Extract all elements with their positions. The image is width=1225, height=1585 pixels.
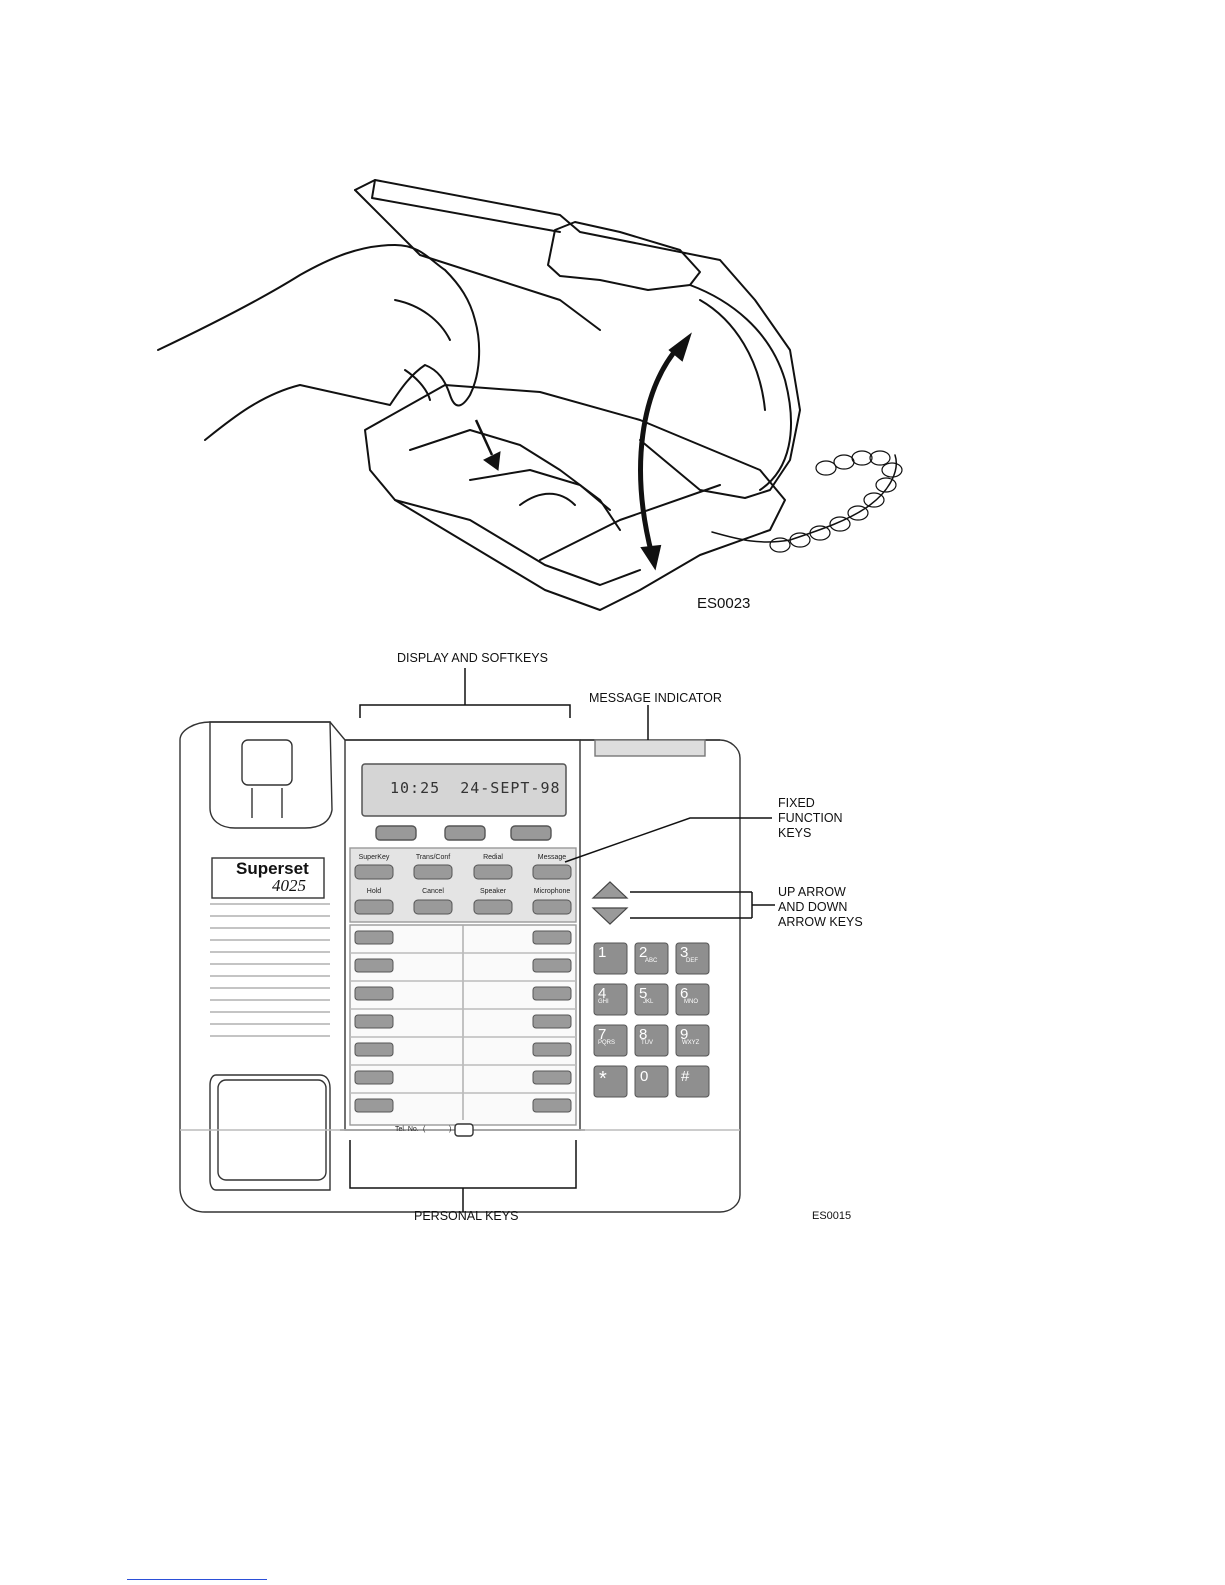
callout-personal-keys: PERSONAL KEYS [414,1209,518,1224]
handset-outline [210,722,332,828]
key-label-speaker: Speaker [473,888,513,895]
softkey-3 [511,826,551,840]
phone-stand-drawing [0,0,1225,620]
trans-conf-key [414,865,452,879]
personal-key-l4 [355,1015,393,1028]
tel-no-paren-open: ( [423,1126,425,1133]
down-arrow-icon [476,420,500,470]
personal-key-l7 [355,1099,393,1112]
key-label-trans-conf: Trans/Conf [413,854,453,861]
personal-key-l6 [355,1071,393,1084]
key-label-message: Message [532,854,572,861]
figure-es0015: DISPLAY AND SOFTKEYS MESSAGE INDICATOR F… [0,640,1225,1240]
personal-key-l5 [355,1043,393,1056]
display-bracket [360,705,570,718]
softkey-2 [445,826,485,840]
figure-code: ES0015 [812,1210,851,1222]
hand-outline [158,245,479,440]
key-label-microphone: Microphone [532,888,572,895]
microphone-key [533,900,571,914]
lcd-text: 10:25 24-SEPT-98 [390,779,561,797]
speaker-key [474,900,512,914]
personal-key-r5 [533,1043,571,1056]
callout-display-softkeys: DISPLAY AND SOFTKEYS [397,651,548,666]
callout-fixed-function-keys: FIXED FUNCTION KEYS [778,796,843,841]
up-arrow-key [593,882,627,898]
dial-key-hash: # [681,1068,689,1085]
personal-key-l3 [355,987,393,1000]
model-number: 4025 [272,876,306,896]
curved-double-arrow-icon [641,335,690,568]
personal-key-l2 [355,959,393,972]
redial-key [474,865,512,879]
tel-no-label: Tel. No. [395,1126,419,1133]
hold-key [355,900,393,914]
callout-arrow-keys: UP ARROW AND DOWN ARROW KEYS [778,885,863,930]
message-key [533,865,571,879]
personal-keys-bracket [350,1140,576,1188]
personal-key-r7 [533,1099,571,1112]
coiled-cord [712,455,896,542]
dial-key-star: * [599,1068,607,1091]
key-label-hold: Hold [354,888,394,895]
key-label-superkey: SuperKey [354,854,394,861]
figure-code: ES0023 [697,595,750,612]
softkey-1 [376,826,416,840]
cancel-key [414,900,452,914]
personal-key-r2 [533,959,571,972]
personal-key-r3 [533,987,571,1000]
figure-es0023: ES0023 [0,0,1225,620]
tel-no-paren-close: ) [449,1126,451,1133]
dial-key-0: 0 [640,1068,648,1085]
key-label-redial: Redial [473,854,513,861]
message-indicator [595,740,705,756]
personal-key-l1 [355,931,393,944]
personal-key-r1 [533,931,571,944]
dial-key-1: 1 [598,944,606,961]
down-arrow-key [593,908,627,924]
footnote-separator [127,1579,267,1580]
callout-message-indicator: MESSAGE INDICATOR [589,691,722,706]
phone-body-outline [355,180,800,498]
key-label-cancel: Cancel [413,888,453,895]
handset-outline [548,222,700,290]
personal-key-r4 [533,1015,571,1028]
superkey-key [355,865,393,879]
phone-front-drawing [0,640,1225,1240]
personal-key-r6 [533,1071,571,1084]
